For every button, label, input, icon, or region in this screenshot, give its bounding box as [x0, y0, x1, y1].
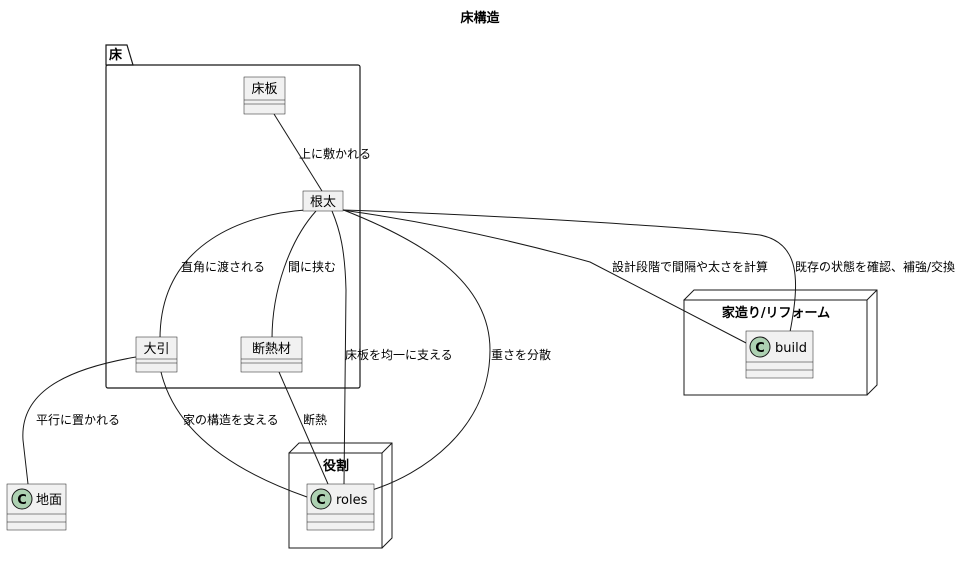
node-dannetsu-label: 断熱材 — [252, 342, 291, 357]
class-jimen-glyph: C — [17, 493, 27, 508]
class-jimen-label: 地面 — [36, 493, 62, 508]
class-roles-label: roles — [336, 493, 368, 508]
node-obiki-label: 大引 — [143, 342, 169, 357]
edge-neta-dannetsu — [271, 210, 317, 340]
edge-neta-build-1 — [341, 209, 751, 346]
edge-dannetsu-roles — [278, 371, 329, 485]
edge-label-neta-dannetsu: 間に挟む — [288, 260, 336, 274]
edge-label-neta-roles-1: 床板を均一に支える — [345, 348, 453, 362]
node-neta[interactable]: 根太 — [302, 190, 344, 212]
node-obiki-box[interactable] — [135, 336, 178, 373]
build-node-label: 家造り/リフォーム — [722, 305, 830, 321]
edge-label-obiki-jimen: 平行に置かれる — [36, 413, 120, 427]
edge-label-neta-roles-2: 重さを分散 — [491, 347, 551, 362]
class-build[interactable]: C build — [745, 330, 814, 379]
edge-label-obiki-roles: 家の構造を支える — [183, 412, 279, 427]
node-yukaita-box[interactable] — [243, 76, 286, 115]
edge-obiki-jimen — [22, 356, 137, 485]
class-jimen[interactable]: C 地面 — [6, 483, 67, 531]
roles-node-label: 役割 — [323, 458, 349, 474]
package-body — [105, 64, 361, 389]
package-label: 床 — [109, 47, 123, 63]
diagram-title: 床構造 — [460, 10, 500, 26]
class-build-glyph: C — [755, 341, 765, 356]
edge-label-neta-build-1: 設計段階で間隔や太さを計算 — [612, 259, 768, 274]
edge-neta-obiki — [159, 209, 306, 340]
class-roles[interactable]: C roles — [306, 483, 375, 531]
node-yukaita[interactable]: 床板 — [243, 76, 286, 115]
class-roles-glyph: C — [316, 493, 326, 508]
edges — [22, 113, 797, 498]
node-yukaita-label: 床板 — [251, 82, 277, 97]
node-dannetsu[interactable]: 断熱材 — [240, 336, 303, 373]
node-neta-label: 根太 — [310, 195, 336, 210]
class-roles-icon — [310, 488, 332, 510]
edge-label-dannetsu-roles: 断熱 — [303, 412, 327, 427]
node-dannetsu-box[interactable] — [240, 336, 303, 373]
class-build-icon — [749, 336, 771, 358]
edge-neta-build-2 — [342, 209, 797, 333]
edge-label-neta-obiki: 直角に渡される — [181, 259, 265, 274]
edge-label-yukaita-neta: 上に敷かれる — [299, 146, 371, 161]
edge-neta-roles-2 — [340, 208, 491, 491]
node-neta-box[interactable] — [302, 190, 344, 212]
package-frame: 床 — [105, 44, 361, 389]
edge-neta-roles-1 — [331, 210, 347, 485]
node-obiki[interactable]: 大引 — [135, 336, 178, 373]
edge-label-neta-build-2: 既存の状態を確認、補強/交換 — [795, 259, 955, 274]
class-build-label: build — [775, 341, 807, 356]
edge-obiki-roles — [160, 371, 308, 498]
edge-yukaita-neta — [273, 113, 323, 192]
class-jimen-icon — [11, 488, 33, 510]
